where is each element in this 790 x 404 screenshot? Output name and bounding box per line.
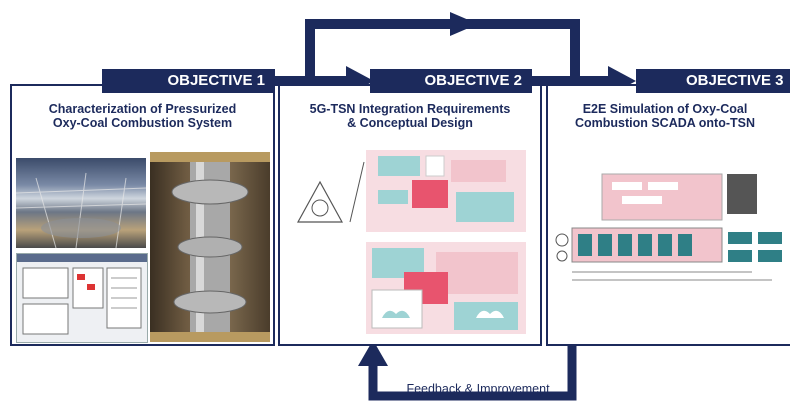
objective-2-banner: OBJECTIVE 2: [370, 69, 532, 93]
objective-3-banner: OBJECTIVE 3: [636, 69, 790, 93]
objective-1-banner: OBJECTIVE 1: [102, 69, 275, 93]
objective-1-panel: Characterization of Pressurized Oxy-Coal…: [10, 84, 275, 346]
objective-3-panel: E2E Simulation of Oxy-Coal Combustion SC…: [546, 84, 790, 346]
e2e-simulation-figure: [552, 168, 790, 288]
feedback-loop: [368, 345, 577, 401]
feedback-label: Feedback & Improvement: [406, 382, 550, 396]
combustor-photo: [150, 152, 270, 342]
scada-screenshot: [16, 253, 148, 343]
bypass-arrow: [305, 19, 580, 80]
bypass-arrowhead: [450, 12, 478, 36]
facility-photo: [16, 158, 146, 248]
objective-2-panel: 5G-TSN Integration Requirements & Concep…: [278, 84, 542, 346]
objective-2-title: 5G-TSN Integration Requirements & Concep…: [309, 102, 511, 130]
objective-3-title: E2E Simulation of Oxy-Coal Combustion SC…: [574, 102, 756, 130]
objective-1-title: Characterization of Pressurized Oxy-Coal…: [48, 102, 237, 130]
feedback-arrowhead: [358, 340, 388, 366]
conceptual-design-figure: [286, 142, 536, 342]
